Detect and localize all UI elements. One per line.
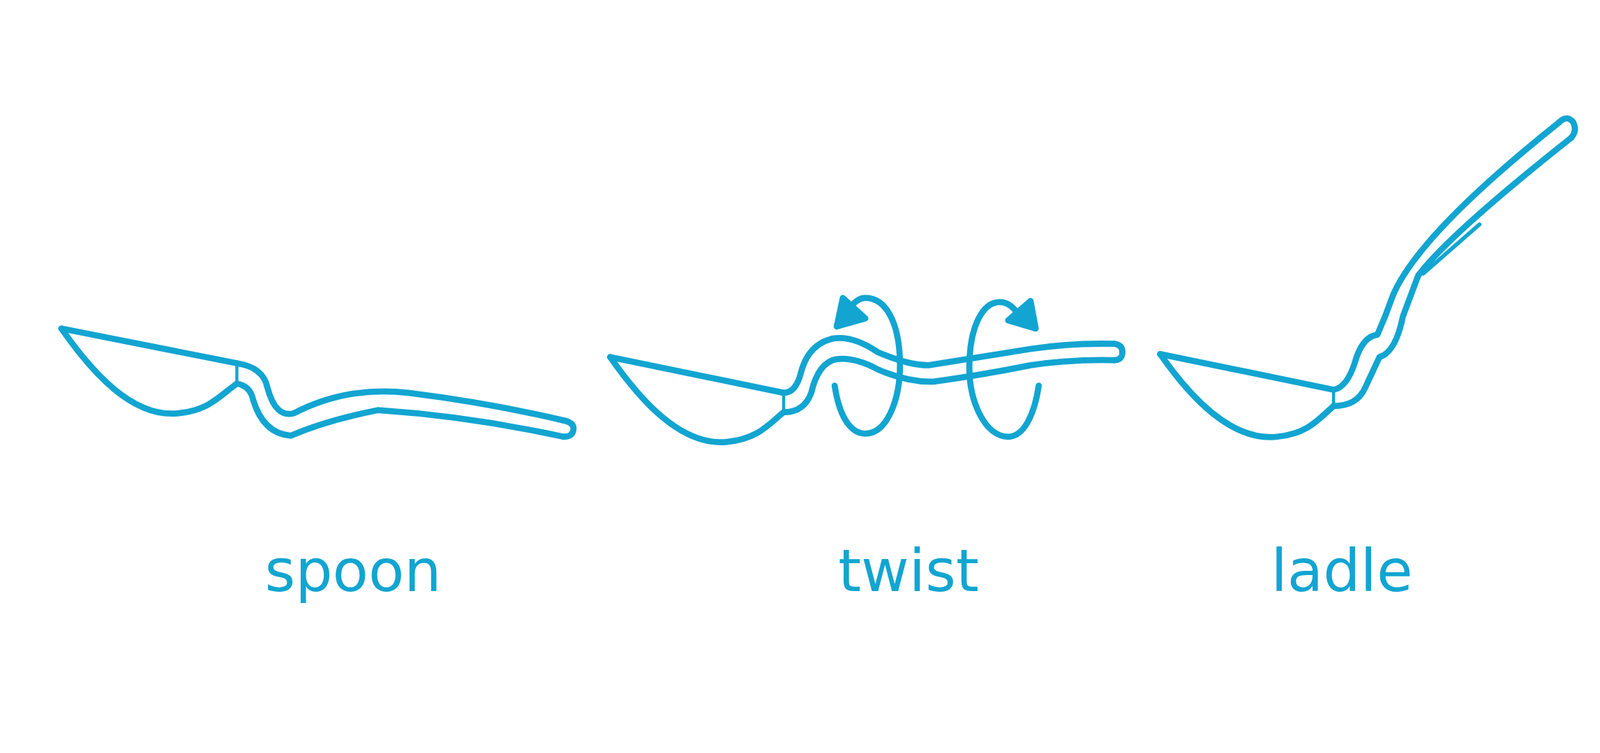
spoon-drawing xyxy=(61,328,574,437)
twist-drawing xyxy=(610,297,1123,443)
utensil-label: ladle xyxy=(1270,538,1413,603)
utensil-label: spoon xyxy=(264,538,441,603)
ladle-drawing xyxy=(1160,118,1575,438)
utensil-label: twist xyxy=(838,538,979,603)
